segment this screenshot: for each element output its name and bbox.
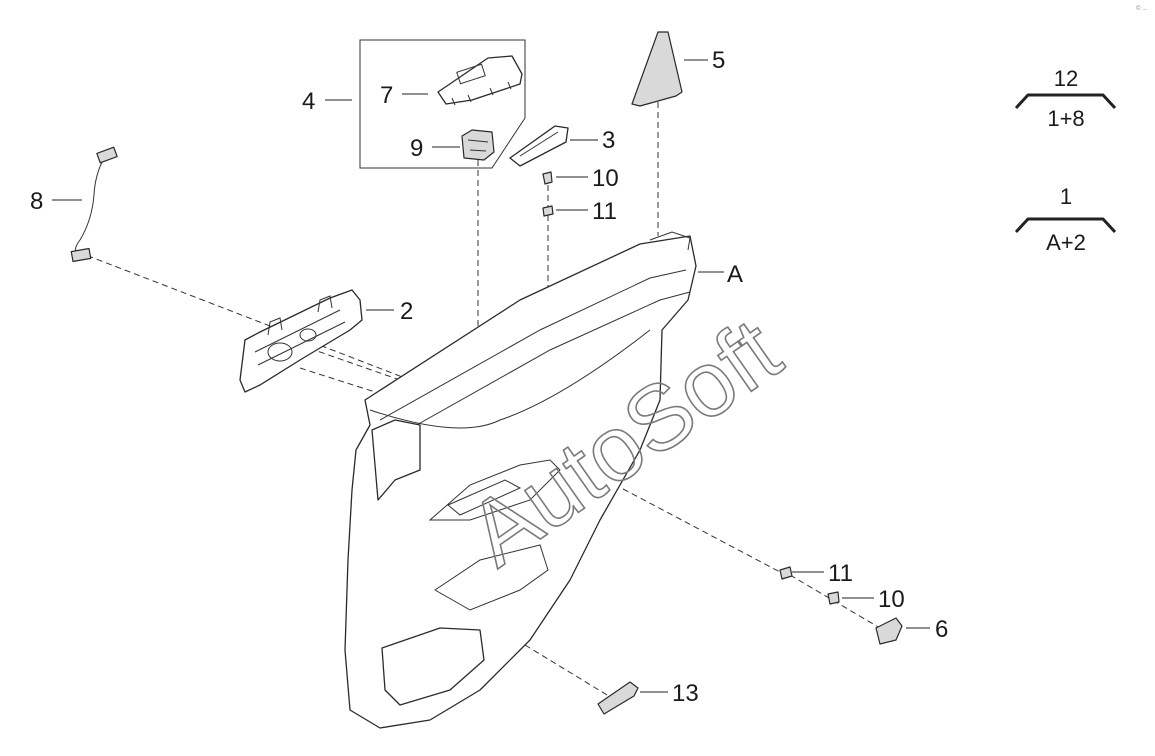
wire-harness-part-8 [70, 146, 118, 263]
callout-A: A [727, 261, 743, 288]
callout-3: 3 [602, 127, 615, 154]
callout-11-upper: 11 [592, 198, 617, 225]
callout-6: 6 [935, 616, 948, 643]
cap-part-6 [875, 617, 903, 645]
leader-lines [52, 59, 930, 693]
fasteners-lower [779, 566, 840, 605]
window-switch-part-9 [461, 129, 495, 161]
callouts: 1 2 3 4 5 6 7 8 9 10 11 10 11 13 A [30, 47, 948, 707]
callout-4: 4 [302, 88, 315, 115]
group-legend-12: 12 1+8 [1014, 66, 1117, 131]
group-legend-1: 1 [1014, 184, 1117, 234]
handle-bracket-part-2 [239, 289, 363, 393]
group-1-top: 1 [1060, 184, 1072, 209]
small-trim-part-13 [597, 681, 639, 715]
group-12-bottom: 1+8 [1047, 106, 1084, 131]
group-1-bottom: A+2 [1046, 230, 1086, 255]
callout-9: 9 [410, 135, 423, 162]
callout-8: 8 [30, 188, 43, 215]
callout-10-lower: 10 [878, 586, 905, 613]
callout-10-upper: 10 [592, 165, 619, 192]
corner-piece-part-5 [631, 31, 683, 107]
fasteners-upper [542, 171, 554, 217]
door-trim-panel [344, 231, 697, 729]
corner-mark: © ... [1136, 5, 1147, 12]
callout-11-lower: 11 [828, 560, 853, 587]
switch-bezel-part-7 [437, 55, 523, 106]
group-12-top: 12 [1054, 66, 1078, 91]
callout-5: 5 [712, 47, 725, 74]
callout-7: 7 [380, 82, 393, 109]
group-4-frame [359, 39, 526, 169]
trim-strip-part-3 [509, 125, 569, 167]
callout-13: 13 [672, 680, 699, 707]
callout-2: 2 [400, 298, 413, 325]
